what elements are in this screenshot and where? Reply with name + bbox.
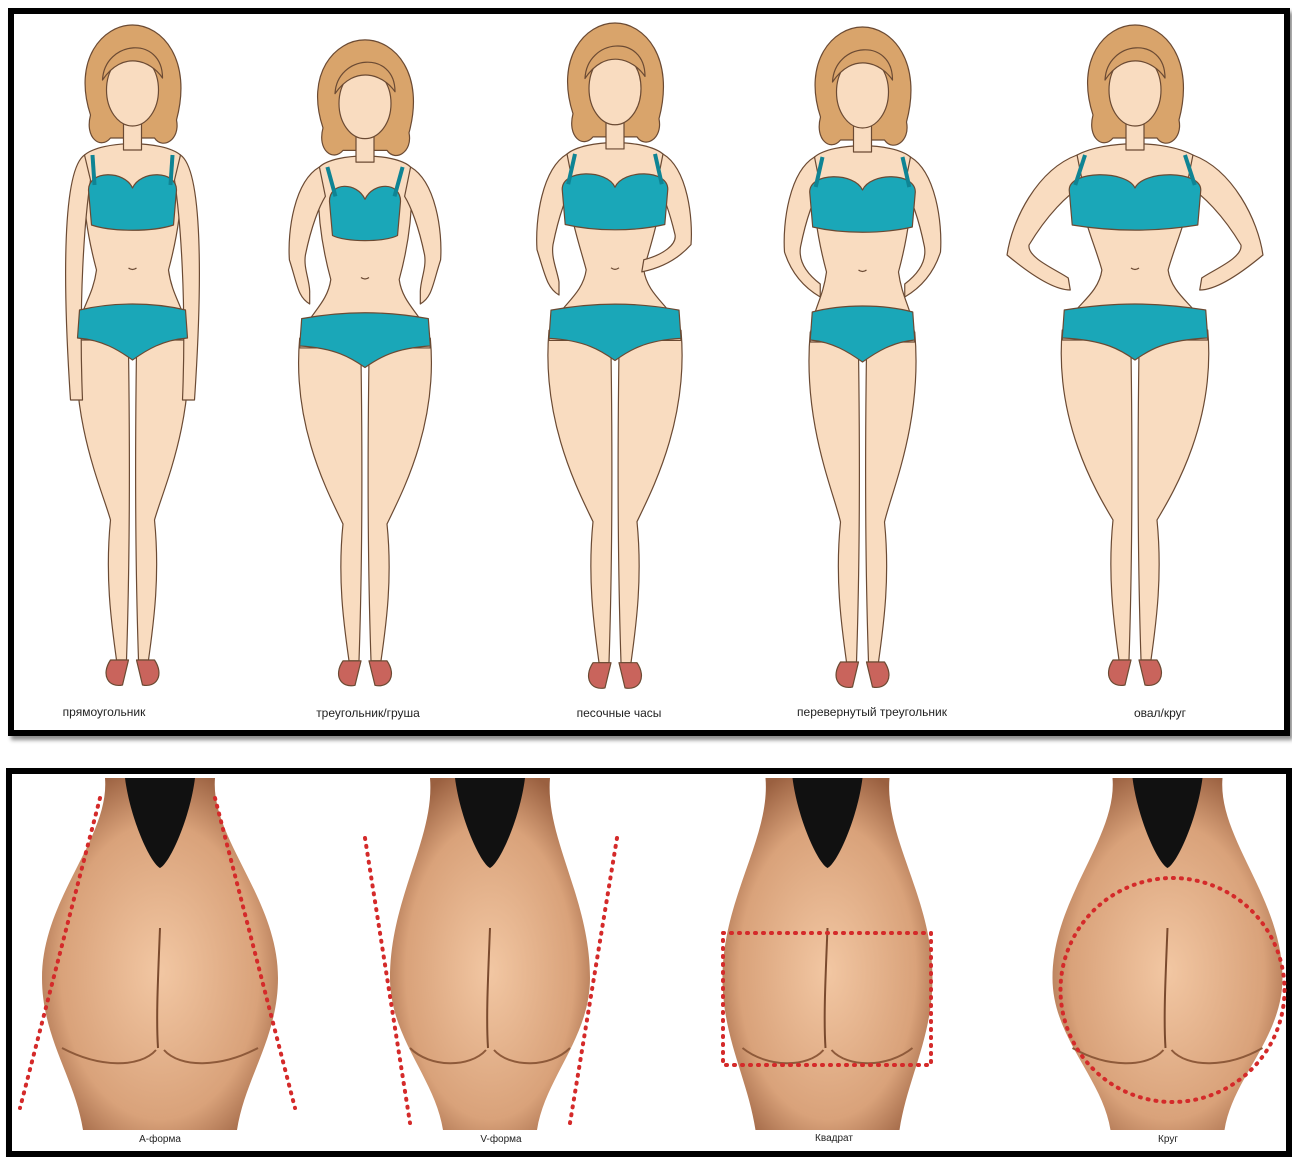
shoe bbox=[137, 660, 159, 685]
leg bbox=[548, 330, 612, 662]
v-shape-buttocks bbox=[355, 778, 625, 1130]
shoe bbox=[339, 661, 361, 686]
shoe bbox=[589, 663, 611, 689]
leg bbox=[76, 330, 129, 660]
leg bbox=[1138, 330, 1209, 660]
hourglass-body-figure bbox=[495, 18, 735, 703]
arm bbox=[405, 167, 441, 304]
shoe bbox=[1109, 660, 1131, 685]
shoe bbox=[619, 663, 641, 689]
leg bbox=[299, 338, 362, 661]
leg bbox=[866, 332, 916, 662]
inverted-triangle-body-figure bbox=[755, 22, 970, 702]
pear-body-figure bbox=[255, 35, 475, 700]
caption-round: Круг bbox=[1158, 1134, 1178, 1145]
caption-hourglass: песочные часы bbox=[577, 706, 662, 720]
a-shape-buttocks bbox=[15, 778, 305, 1130]
arm bbox=[289, 167, 325, 304]
square-buttocks bbox=[715, 778, 940, 1130]
caption-oval: овал/круг bbox=[1134, 706, 1186, 720]
leg bbox=[368, 338, 431, 661]
leg bbox=[618, 330, 682, 662]
strap bbox=[171, 155, 173, 185]
shoe bbox=[106, 660, 128, 685]
rectangle-body-figure bbox=[20, 20, 245, 700]
leg bbox=[136, 330, 189, 660]
leg bbox=[1061, 330, 1132, 660]
shoe bbox=[369, 661, 391, 686]
strap bbox=[93, 155, 95, 185]
shoe bbox=[836, 662, 858, 687]
caption-pear: треугольник/груша bbox=[316, 706, 420, 720]
caption-square: Квадрат bbox=[815, 1133, 853, 1144]
leg bbox=[809, 332, 859, 662]
caption-v-shape: V-форма bbox=[480, 1134, 521, 1145]
shoe bbox=[1139, 660, 1161, 685]
round-buttocks bbox=[1045, 778, 1290, 1130]
caption-a-shape: А-форма bbox=[139, 1134, 181, 1145]
caption-rectangle: прямоугольник bbox=[63, 705, 146, 719]
caption-inverted-triangle: перевернутый треугольник bbox=[797, 705, 947, 719]
oval-body-figure bbox=[985, 20, 1285, 700]
shoe bbox=[867, 662, 889, 687]
